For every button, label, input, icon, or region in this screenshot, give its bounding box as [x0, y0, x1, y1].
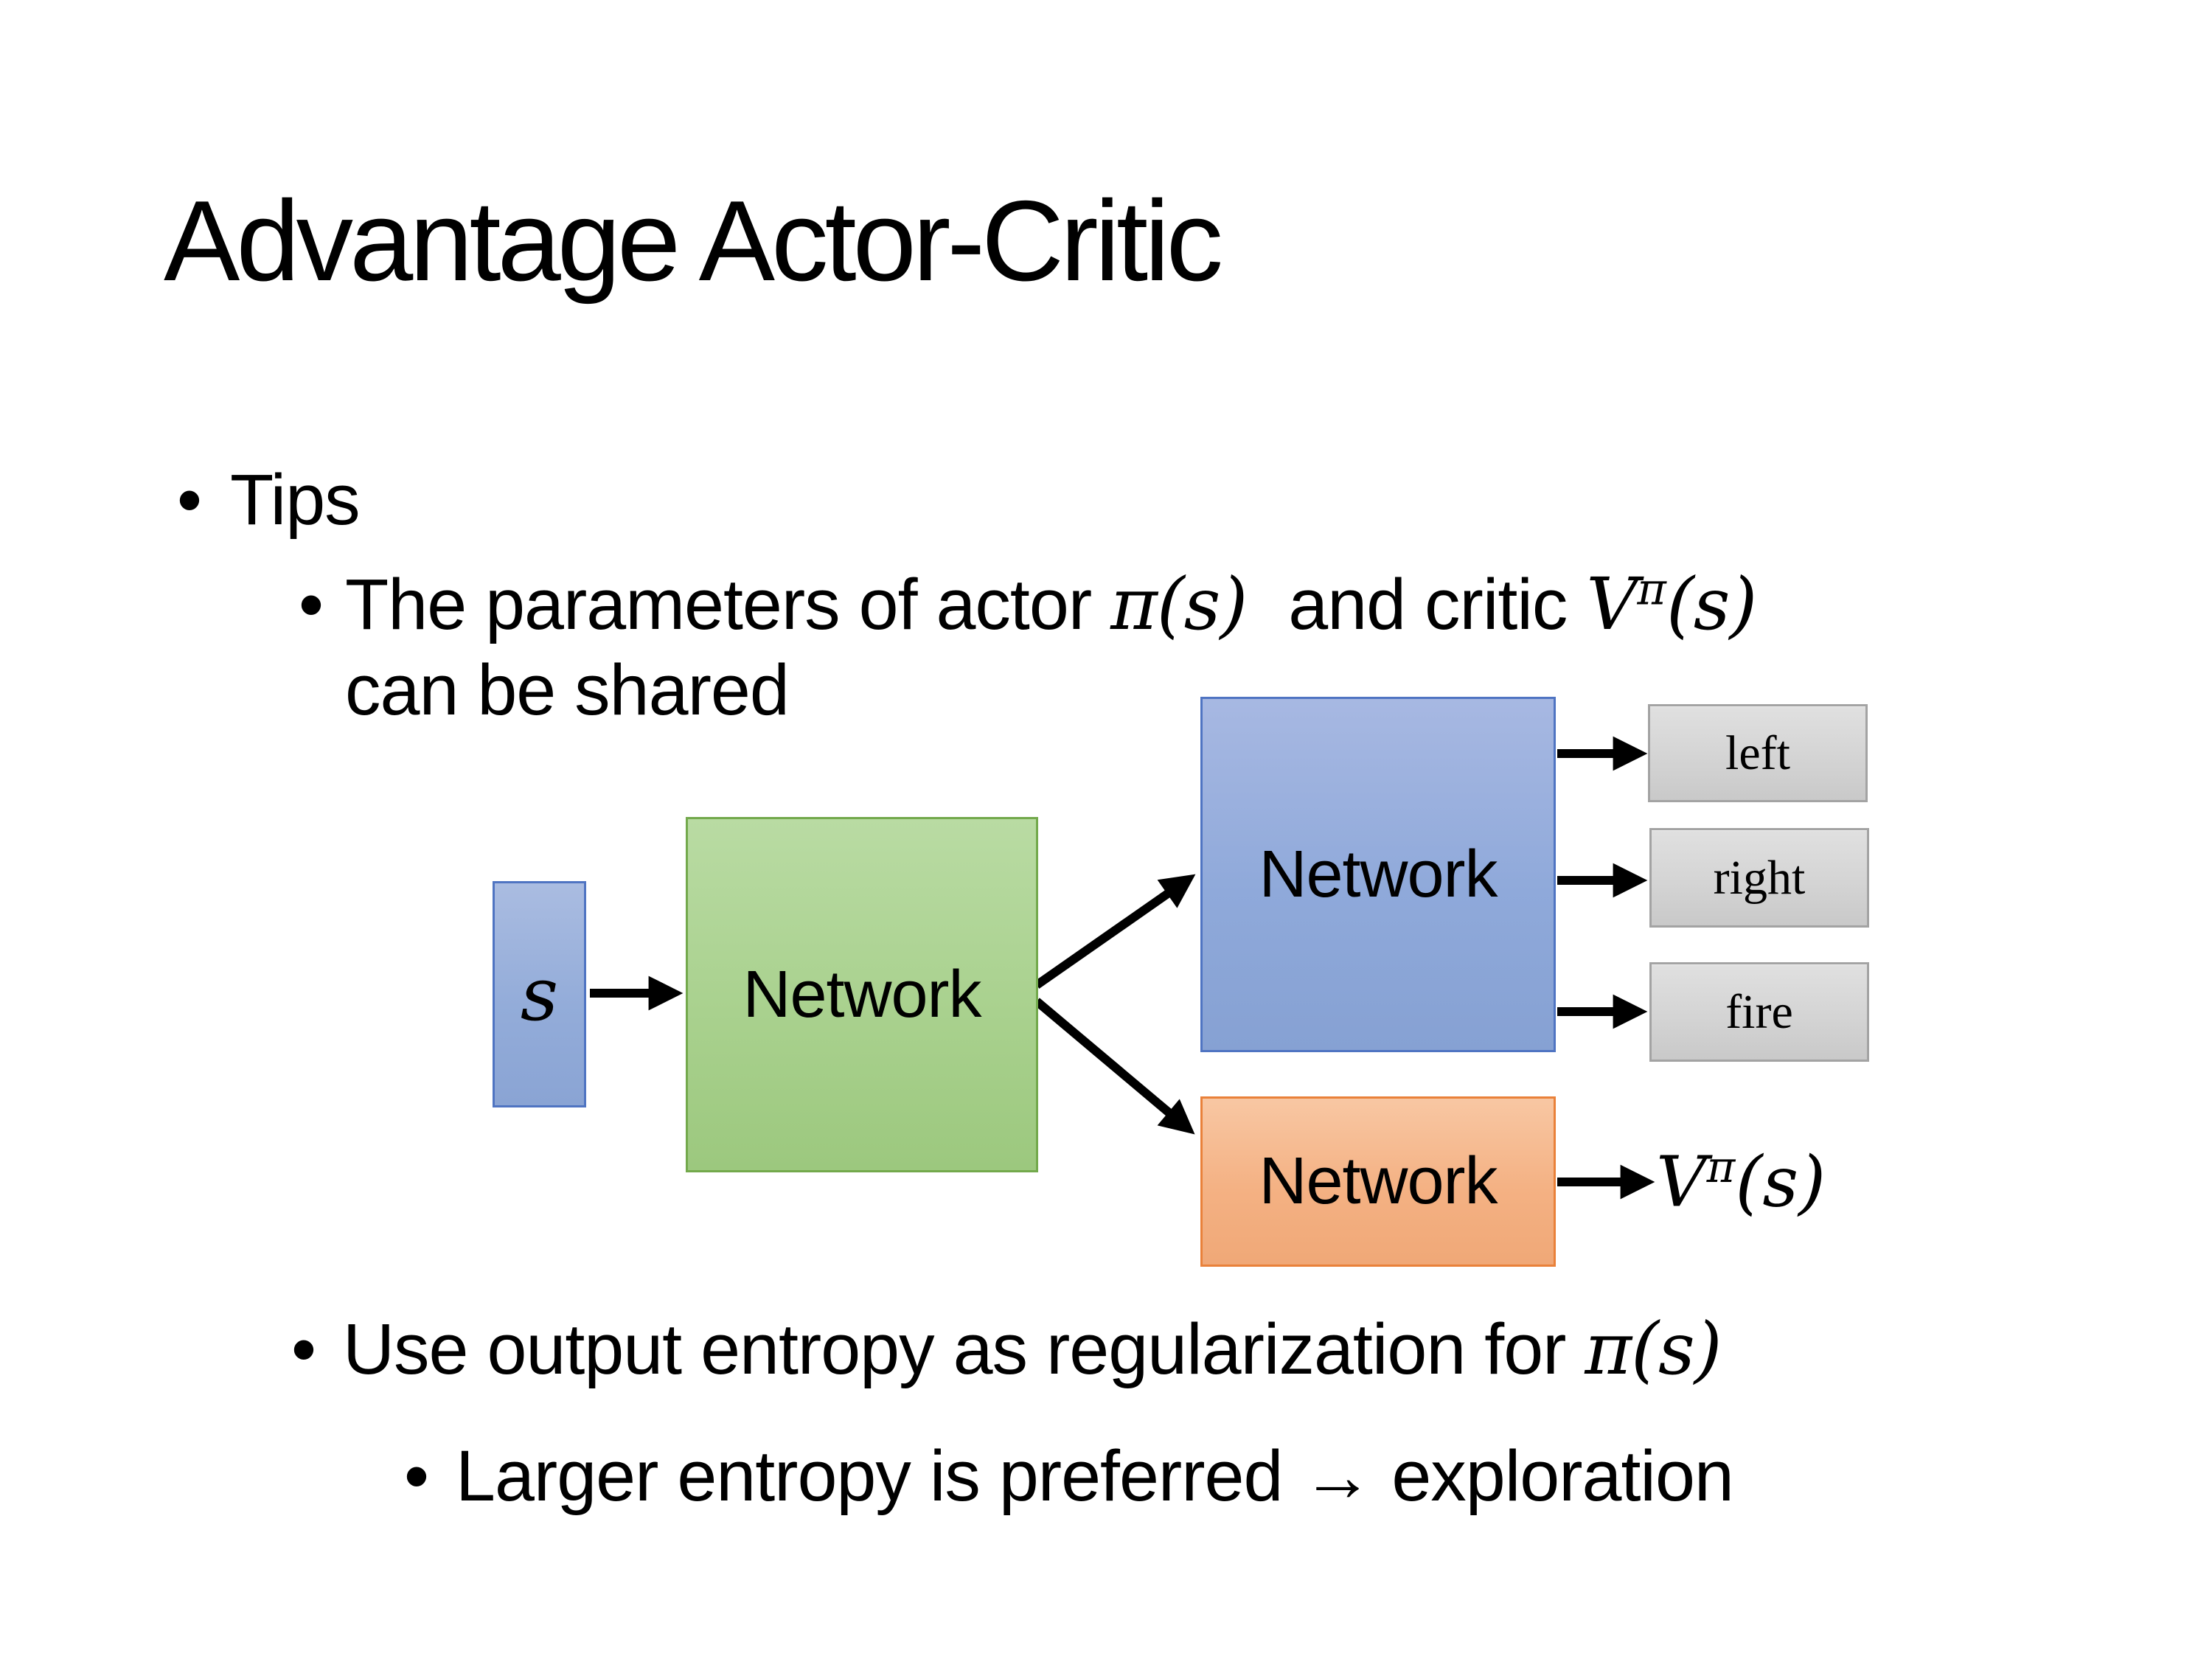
action-box-right: right	[1649, 828, 1869, 928]
critic-network-box: Network	[1200, 1096, 1556, 1267]
actor-network-box: Network	[1200, 697, 1556, 1052]
parameters-text-line2: can be shared	[345, 650, 790, 731]
action-box-fire: fire	[1649, 962, 1869, 1062]
critic-value-math-v: V	[1586, 563, 1638, 646]
bullet-marker: •	[291, 1309, 316, 1389]
action-label-right: right	[1713, 850, 1806, 905]
actor-policy-math: π(s)	[1110, 563, 1248, 646]
arrow-shared-to-actor-network	[1034, 874, 1196, 989]
action-label-left: left	[1725, 726, 1790, 780]
shared-network-label: Network	[742, 957, 981, 1032]
value-math-sup: π	[1706, 1141, 1736, 1192]
bullet-entropy-regularization: • Use output entropy as regularization fo…	[291, 1307, 1722, 1392]
entropy-text: Use output entropy as regularization for	[343, 1309, 1585, 1389]
policy-math: π(s)	[1585, 1307, 1722, 1391]
state-input-box: s	[493, 881, 586, 1107]
parameters-shared-text: The parameters of actor π(s) and critic …	[345, 562, 2068, 734]
bullet-tips: • Tips	[177, 457, 361, 543]
bullet-marker: •	[299, 564, 324, 644]
parameters-text-mid: and critic	[1269, 564, 1587, 644]
parameters-text-pre: The parameters of actor	[345, 564, 1111, 644]
shared-network-box: Network	[686, 817, 1038, 1172]
bullet-marker: •	[177, 459, 202, 540]
critic-value-output: Vπ(s)	[1656, 1141, 1826, 1223]
bullet-marker: •	[404, 1436, 429, 1516]
value-math-args: (s)	[1735, 1141, 1826, 1223]
bullet-parameters-shared: • The parameters of actor π(s) and criti…	[299, 562, 2068, 734]
critic-value-math-args: (s)	[1666, 563, 1757, 646]
state-label: s	[520, 951, 559, 1037]
action-box-left: left	[1648, 704, 1868, 802]
value-math-v: V	[1656, 1141, 1707, 1223]
critic-value-math-sup: π	[1637, 563, 1666, 616]
actor-network-label: Network	[1259, 837, 1498, 911]
page-title: Advantage Actor-Critic	[164, 177, 1223, 305]
exploration-text: Larger entropy is preferred → exploratio…	[456, 1436, 1734, 1516]
action-label-fire: fire	[1725, 984, 1793, 1039]
arrow-shared-to-critic-network	[1034, 998, 1195, 1135]
critic-network-label: Network	[1259, 1144, 1498, 1218]
tips-label: Tips	[230, 459, 361, 540]
bullet-larger-entropy: • Larger entropy is preferred → explorati…	[404, 1433, 1734, 1519]
